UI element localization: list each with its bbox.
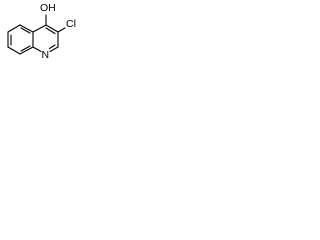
bond-c4-c3 <box>45 24 59 33</box>
double-bond-c5-c4a <box>20 27 31 34</box>
bond-c4a-c4 <box>32 24 47 33</box>
bond-c5-c4a <box>19 24 34 33</box>
bond-c6-c5 <box>7 24 21 33</box>
chlorine-label: Cl <box>66 18 76 30</box>
hydroxyl-label: OH <box>40 2 56 14</box>
double-bond-c4-c3 <box>45 27 56 35</box>
chemical-structure: OH Cl N <box>7 2 76 61</box>
bond-c8a-c8 <box>19 46 34 55</box>
double-bond-c8a-c8 <box>20 45 31 52</box>
double-bond-c2-n1 <box>48 44 56 50</box>
bond-n1-c8a <box>32 46 42 53</box>
bond-c8-c7 <box>7 46 21 55</box>
bond-c3-cl <box>57 27 66 33</box>
bond-c2-n1 <box>49 46 59 53</box>
nitrogen-label: N <box>42 49 50 61</box>
